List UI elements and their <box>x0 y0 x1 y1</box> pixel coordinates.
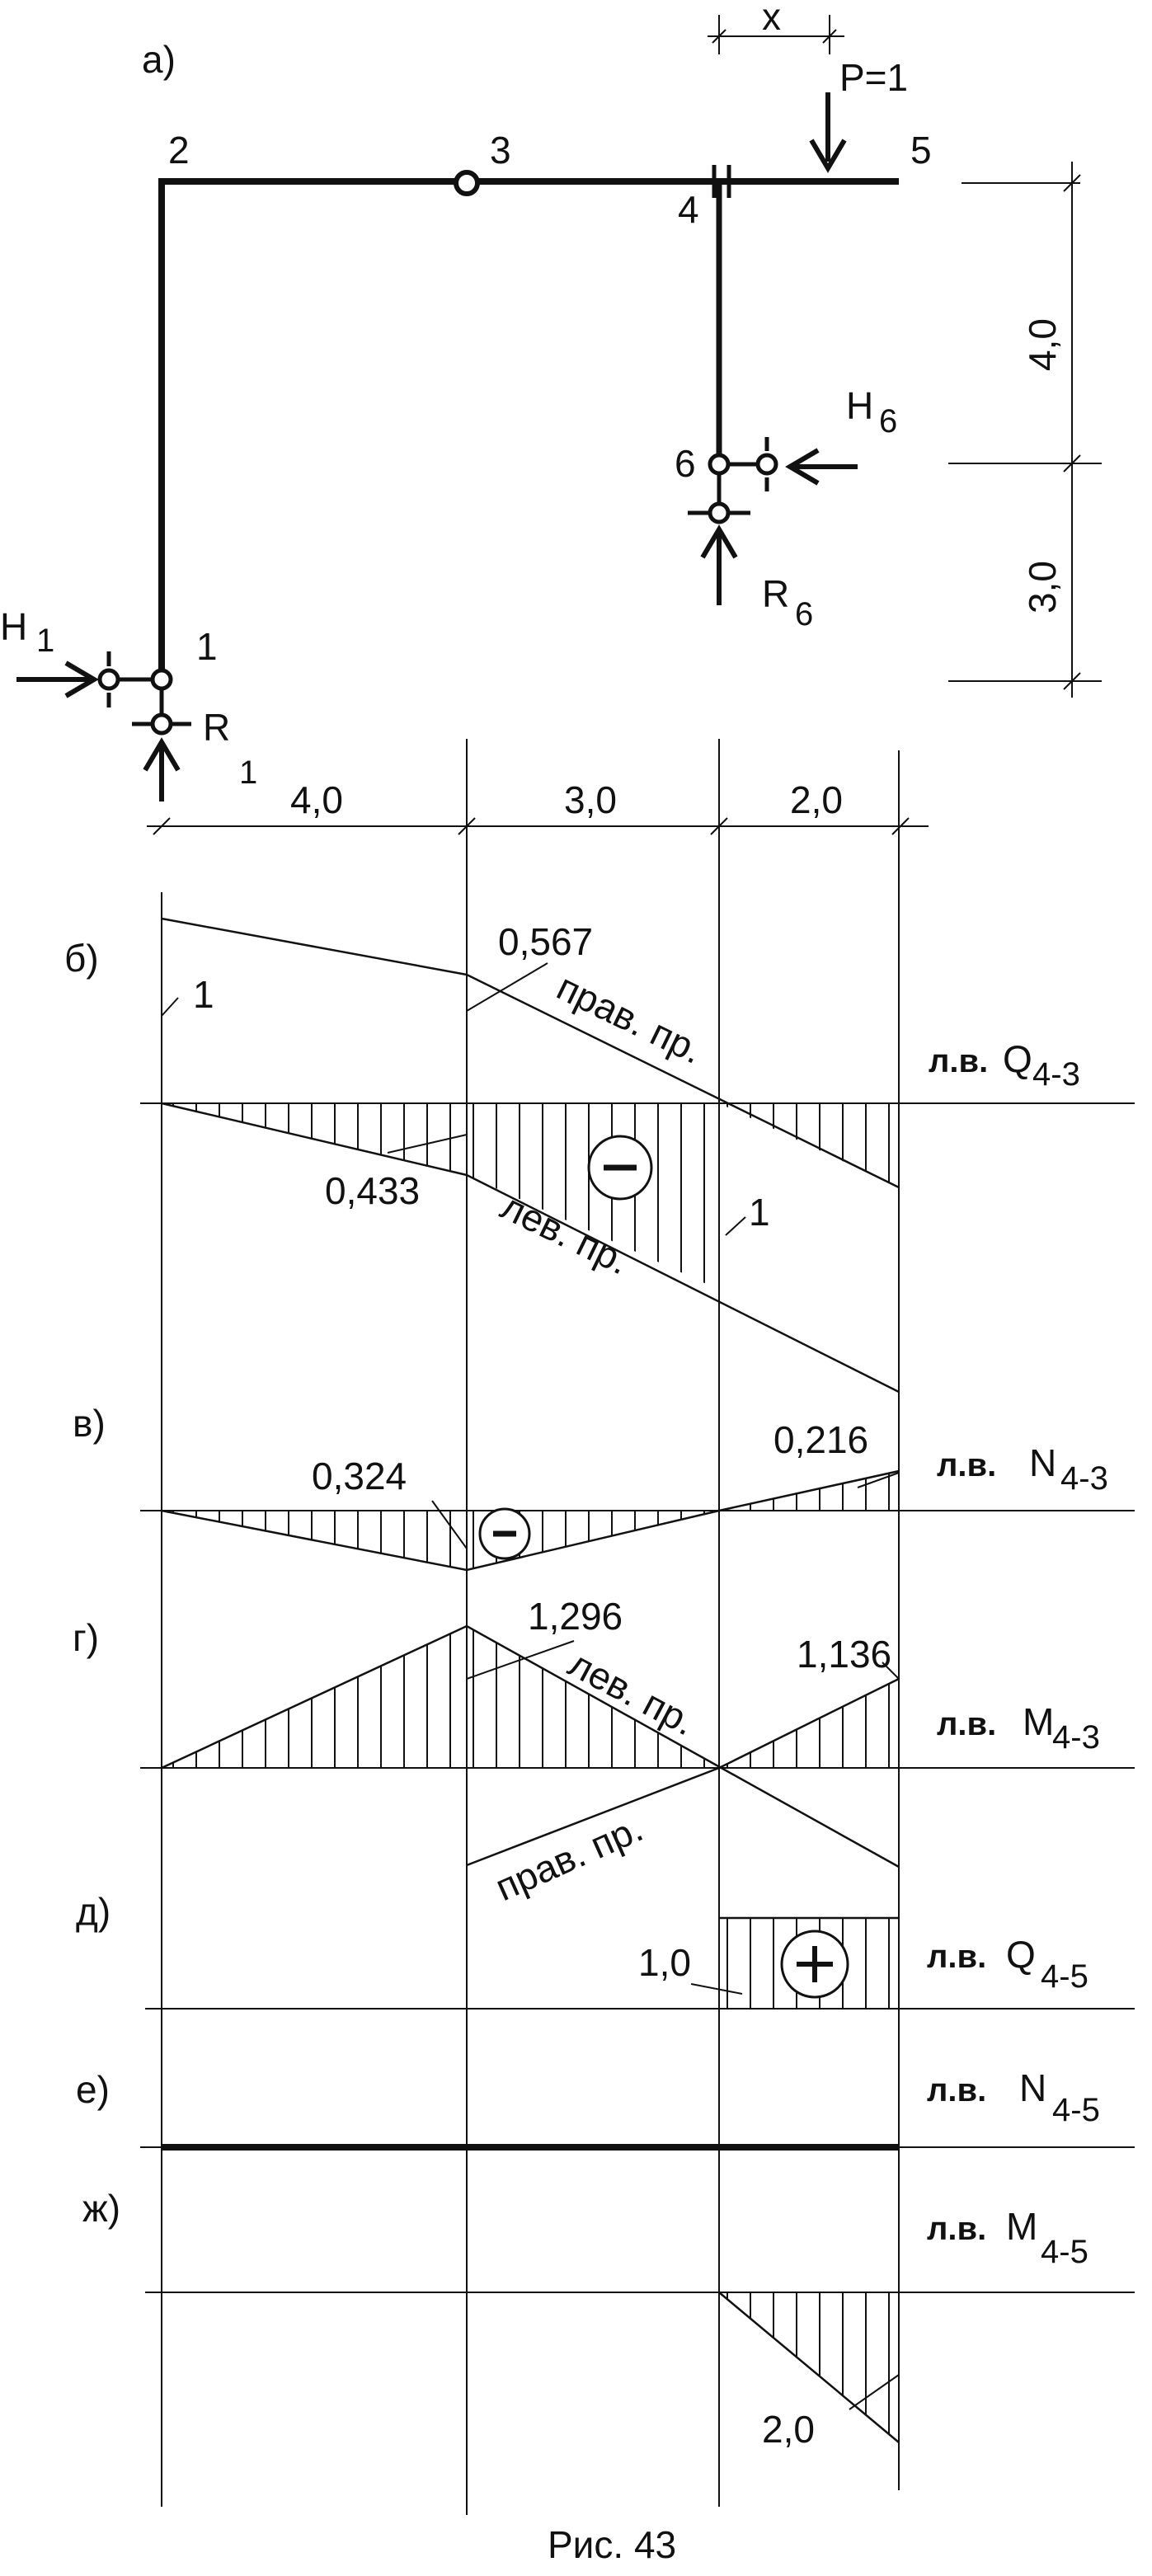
span-dim-2: 3,0 <box>564 778 617 821</box>
title-b-prefix: л.в. <box>929 1043 988 1079</box>
node-label-2: 2 <box>168 129 190 172</box>
title-b-main: Q <box>1003 1037 1032 1080</box>
title-zh-sub: 4-5 <box>1041 2234 1089 2270</box>
height-dimensions: 4,0 3,0 <box>948 162 1102 698</box>
title-d-sub: 4-5 <box>1041 1958 1089 1995</box>
title-e-main: N <box>1019 2066 1046 2109</box>
branch-g-right: прав. пр. <box>489 1807 649 1910</box>
value-zh-20: 2,0 <box>762 2408 815 2451</box>
panel-label-e: е) <box>76 2068 110 2111</box>
span-dimensions: 4,0 3,0 2,0 <box>147 778 929 835</box>
reaction-h6-head <box>785 448 820 486</box>
load-arrow-head <box>809 139 847 173</box>
title-zh-main: M <box>1006 2205 1037 2248</box>
node-label-3: 3 <box>490 129 511 172</box>
title-e-sub: 4-5 <box>1052 2092 1100 2128</box>
reaction-h1-head <box>64 660 99 698</box>
panel-label-g: г) <box>73 1616 99 1659</box>
span-dim-1: 4,0 <box>290 778 343 821</box>
reaction-r1-label: R <box>203 706 230 749</box>
value-g-1136: 1,136 <box>797 1633 891 1676</box>
title-e-prefix: л.в. <box>927 2072 986 2108</box>
panel-label-zh: ж) <box>82 2187 120 2230</box>
x-dim-tick-right <box>822 29 837 44</box>
title-d-prefix: л.в. <box>927 1939 986 1975</box>
support-1 <box>97 651 191 736</box>
reaction-r6-sub: 6 <box>795 596 813 632</box>
node-label-6: 6 <box>675 442 696 485</box>
title-zh-prefix: л.в. <box>927 2211 986 2247</box>
reaction-r6-head <box>700 524 738 559</box>
value-g-1296: 1,296 <box>528 1595 623 1638</box>
panel-label-a: а) <box>142 38 176 81</box>
title-v-prefix: л.в. <box>937 1447 996 1483</box>
reaction-h1-sub: 1 <box>36 623 54 659</box>
panel-label-b: б) <box>64 937 99 980</box>
diagram-d-q45 <box>145 1916 1135 2010</box>
title-g-main: M <box>1023 1700 1054 1743</box>
value-b-1-right: 1 <box>749 1191 770 1234</box>
load-label: P=1 <box>839 56 908 99</box>
title-d-main: Q <box>1006 1933 1036 1976</box>
node-label-4: 4 <box>678 188 699 231</box>
diagram-v-n43 <box>140 1469 1135 1572</box>
span-dim-3: 2,0 <box>790 778 843 821</box>
value-d-10: 1,0 <box>638 1941 691 1984</box>
reaction-h6-label: H <box>846 384 873 427</box>
support-6 <box>688 437 778 524</box>
reaction-h6-sub: 6 <box>879 403 897 440</box>
reaction-r1-sub: 1 <box>239 754 257 791</box>
node-label-1: 1 <box>196 625 218 668</box>
title-v-main: N <box>1029 1441 1056 1484</box>
height-dim-4: 4,0 <box>1021 318 1064 371</box>
reaction-r6-label: R <box>762 572 789 615</box>
value-v-0324: 0,324 <box>312 1455 407 1497</box>
diagram-b-q43 <box>140 917 1135 1394</box>
panel-label-d: д) <box>76 1890 110 1933</box>
x-dim-label: x <box>762 0 781 38</box>
diagram-zh-m45 <box>145 2292 1135 2443</box>
value-b-1-left: 1 <box>193 973 214 1016</box>
diagram-g-m43 <box>140 1624 1135 1869</box>
title-v-sub: 4-3 <box>1060 1460 1108 1497</box>
node-label-5: 5 <box>910 129 932 172</box>
x-dim-tick-left <box>712 29 726 44</box>
frame-scheme: а) 2 3 4 5 6 1 P=1 x <box>0 0 1102 835</box>
hinge-3 <box>454 170 480 196</box>
height-dim-3: 3,0 <box>1021 561 1064 613</box>
panel-label-v: в) <box>73 1402 106 1445</box>
value-b-0433: 0,433 <box>325 1169 420 1212</box>
figure-caption: Рис. 43 <box>548 2523 676 2566</box>
title-g-sub: 4-3 <box>1052 1719 1100 1756</box>
title-g-prefix: л.в. <box>937 1706 996 1742</box>
value-b-0567: 0,567 <box>498 920 593 963</box>
value-v-0216: 0,216 <box>773 1418 868 1461</box>
reaction-h1-label: H <box>0 605 27 648</box>
reaction-r1-head <box>143 737 181 772</box>
title-b-sub: 4-3 <box>1032 1056 1080 1093</box>
